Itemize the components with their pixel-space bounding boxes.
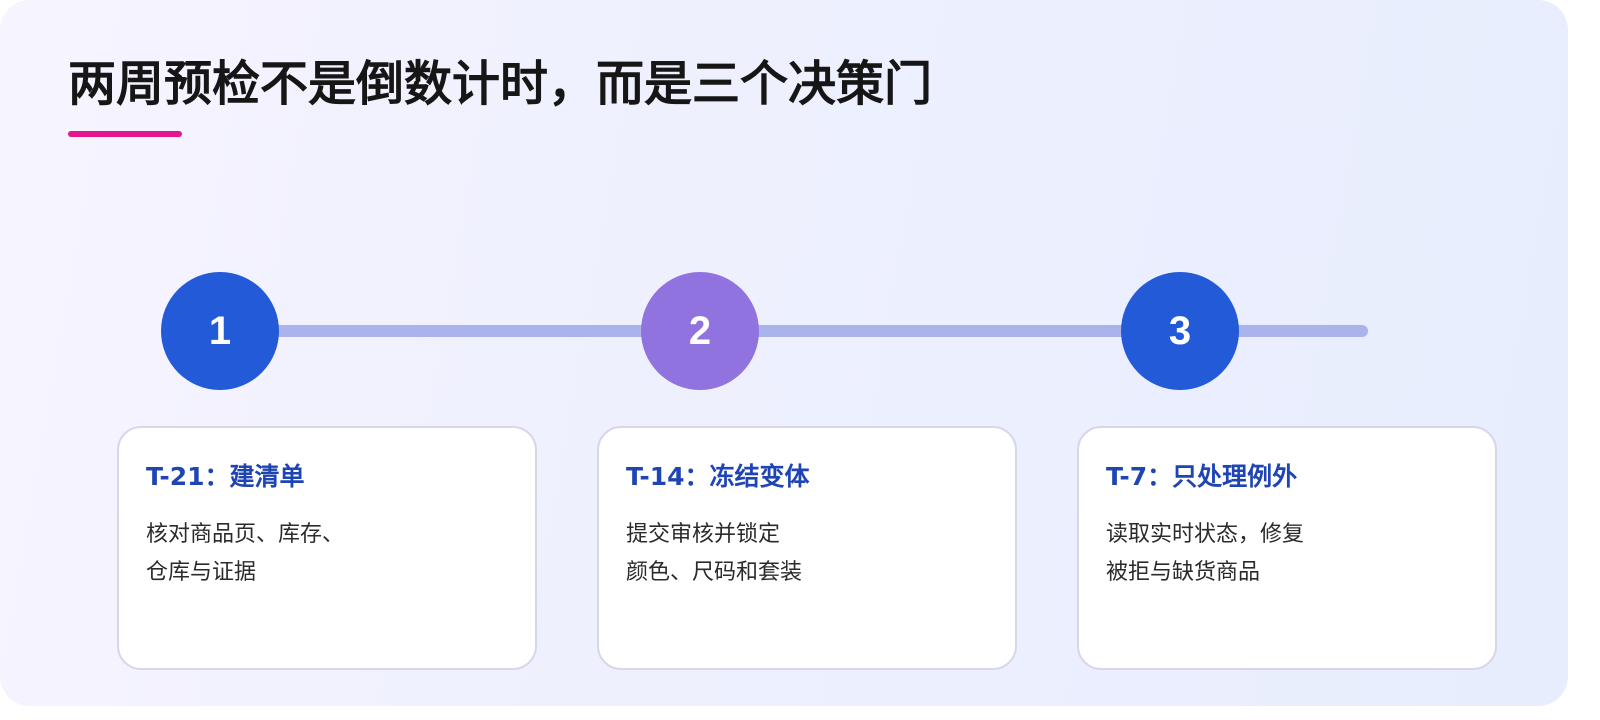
- page-title: 两周预检不是倒数计时，而是三个决策门: [68, 56, 933, 112]
- step-2-card: T-14：冻结变体 提交审核并锁定 颜色、尺码和套装: [597, 426, 1017, 670]
- step-3-node: 3: [1121, 272, 1239, 390]
- step-3-card: T-7：只处理例外 读取实时状态，修复 被拒与缺货商品: [1077, 426, 1497, 670]
- step-1-description: 核对商品页、库存、 仓库与证据: [146, 516, 344, 592]
- timeline-track: [220, 325, 1368, 337]
- slide-panel: 两周预检不是倒数计时，而是三个决策门 1 2 3 T-21：建清单 核对商品页、…: [0, 0, 1568, 706]
- step-3-line-2: 被拒与缺货商品: [1106, 560, 1261, 585]
- step-1-title: T-21：建清单: [146, 462, 305, 491]
- step-3-title: T-7：只处理例外: [1106, 462, 1298, 491]
- step-1-line-2: 仓库与证据: [146, 560, 257, 585]
- title-underline: [68, 131, 182, 137]
- step-2-line-1: 提交审核并锁定: [626, 522, 781, 547]
- step-1-card: T-21：建清单 核对商品页、库存、 仓库与证据: [117, 426, 537, 670]
- step-3-line-1: 读取实时状态，修复: [1106, 522, 1305, 547]
- step-3-description: 读取实时状态，修复 被拒与缺货商品: [1106, 516, 1304, 592]
- step-2-line-2: 颜色、尺码和套装: [626, 560, 803, 585]
- step-2-node: 2: [641, 272, 759, 390]
- step-1-node: 1: [161, 272, 279, 390]
- step-2-title: T-14：冻结变体: [626, 462, 810, 491]
- step-2-description: 提交审核并锁定 颜色、尺码和套装: [626, 516, 802, 592]
- step-1-line-1: 核对商品页、库存、: [146, 522, 345, 547]
